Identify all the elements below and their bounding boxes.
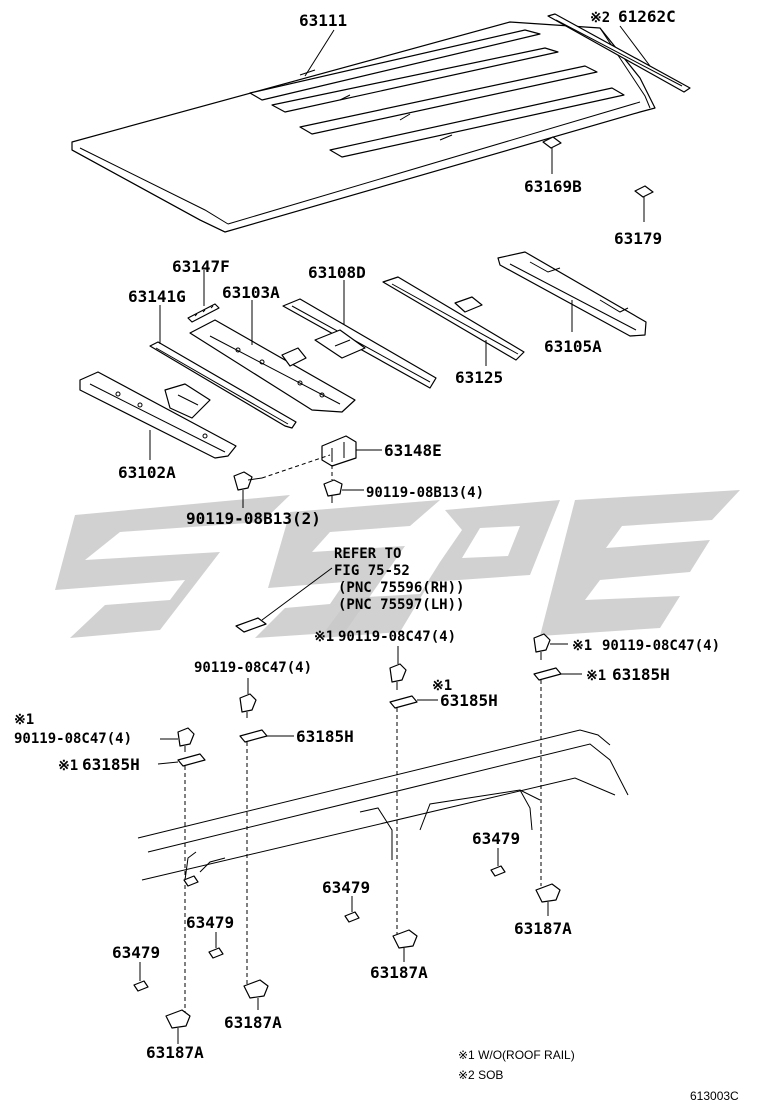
label-90119-08C47-col3: 90119-08C47(4) [338, 629, 456, 645]
legend-note-1: ※1 W/O(ROOF RAIL) [458, 1048, 575, 1062]
retainer-63479-col4[interactable] [490, 865, 506, 877]
label-63185H-col3: 63185H [440, 691, 498, 710]
label-63141G: 63141G [128, 287, 186, 306]
label-63187A-col4: 63187A [514, 919, 572, 938]
clip-63185H-col1[interactable] [177, 753, 206, 767]
label-61262C: 61262C [618, 7, 676, 26]
label-63108D: 63108D [308, 263, 366, 282]
label-90119-08C47-col4: 90119-08C47(4) [602, 638, 720, 654]
label-90119-08C47-col1: 90119-08C47(4) [14, 731, 132, 747]
bolt-90119-08B13-4[interactable] [323, 479, 343, 503]
label-63147F: 63147F [172, 257, 230, 276]
label-63185H-col4: 63185H [612, 665, 670, 684]
roof-strip-61262C[interactable] [547, 13, 691, 93]
pad-63179[interactable] [634, 185, 654, 198]
label-63102A: 63102A [118, 463, 176, 482]
label-63105A: 63105A [544, 337, 602, 356]
mark-col3-nut: ※1 [314, 629, 334, 645]
label-63479-col4: 63479 [472, 829, 520, 848]
clip-63185H-col2[interactable] [239, 729, 268, 743]
label-63148E: 63148E [384, 441, 442, 460]
svg-text:FIG 75-52: FIG 75-52 [334, 563, 410, 579]
legend-note-2: ※2 SOB [458, 1068, 503, 1082]
nut-90119-08C47-col3[interactable] [389, 663, 407, 690]
label-63187A-col2: 63187A [224, 1013, 282, 1032]
svg-text:(PNC 75597(LH)): (PNC 75597(LH)) [338, 597, 464, 613]
label-63479-col3: 63479 [322, 878, 370, 897]
label-63479-col1: 63479 [112, 943, 160, 962]
label-63185H-col2: 63185H [296, 727, 354, 746]
roof-bow-63108D[interactable] [282, 298, 437, 389]
nut-90119-08C47-col4[interactable] [533, 633, 551, 660]
refer-note: REFER TO FIG 75-52 (PNC 75596(RH)) (PNC … [334, 546, 464, 613]
label-63187A-col1: 63187A [146, 1043, 204, 1062]
label-90119-08B13-2: 90119-08B13(2) [186, 509, 321, 528]
mark-col1-nut: ※1 [14, 712, 34, 728]
reference-part-75596[interactable] [235, 617, 267, 633]
retainer-63187A-col4[interactable] [535, 883, 561, 903]
roof-bow-63141G[interactable] [149, 341, 297, 429]
retainer-63187A-col2[interactable] [243, 979, 269, 999]
roof-panel-63111[interactable] [71, 21, 656, 233]
label-63103A: 63103A [222, 283, 280, 302]
clip-63147F[interactable] [187, 303, 220, 323]
nut-90119-08C47-col1[interactable] [177, 727, 195, 752]
watermark-logo [55, 490, 740, 638]
svg-text:REFER TO: REFER TO [334, 546, 401, 562]
label-90119-08B13-4: 90119-08B13(4) [366, 485, 484, 501]
mark-col4-nut: ※1 [572, 638, 592, 654]
label-90119-08C47-col2: 90119-08C47(4) [194, 660, 312, 676]
roof-bow-63103A[interactable] [189, 319, 356, 413]
label-63479-col2: 63479 [186, 913, 234, 932]
retainer-63479-col1a[interactable] [183, 875, 199, 887]
label-63169B: 63169B [524, 177, 582, 196]
roof-bow-63125[interactable] [382, 276, 525, 361]
clip-63185H-col3[interactable] [389, 695, 418, 709]
mark-61262C: ※2 [590, 10, 610, 26]
svg-text:(PNC 75596(RH)): (PNC 75596(RH)) [338, 580, 464, 596]
retainer-63187A-col3[interactable] [392, 929, 418, 949]
label-63179: 63179 [614, 229, 662, 248]
mark-col4-clip: ※1 [586, 668, 606, 684]
pad-63169B[interactable] [542, 136, 562, 149]
mark-col1-clip: ※1 [58, 758, 78, 774]
roof-bow-63105A[interactable] [497, 251, 647, 337]
label-63125: 63125 [455, 368, 503, 387]
mark-col3-clip: ※1 [432, 678, 452, 694]
label-63111: 63111 [299, 11, 347, 30]
vehicle-roof-side-outline [137, 729, 629, 881]
retainer-63479-col3[interactable] [344, 911, 360, 923]
roof-bow-63102A[interactable] [79, 371, 237, 459]
retainer-63479-col2[interactable] [208, 947, 224, 959]
retainer-63479-col1b[interactable] [133, 980, 149, 992]
bolt-90119-08B13-2[interactable] [233, 471, 263, 491]
nut-90119-08C47-col2[interactable] [239, 693, 257, 718]
label-63185H-col1: 63185H [82, 755, 140, 774]
figure-id: 613003C [690, 1089, 739, 1103]
clip-63185H-col4[interactable] [533, 667, 562, 681]
retainer-63187A-col1[interactable] [165, 1009, 191, 1029]
bracket-63148E[interactable] [321, 435, 357, 467]
label-63187A-col3: 63187A [370, 963, 428, 982]
